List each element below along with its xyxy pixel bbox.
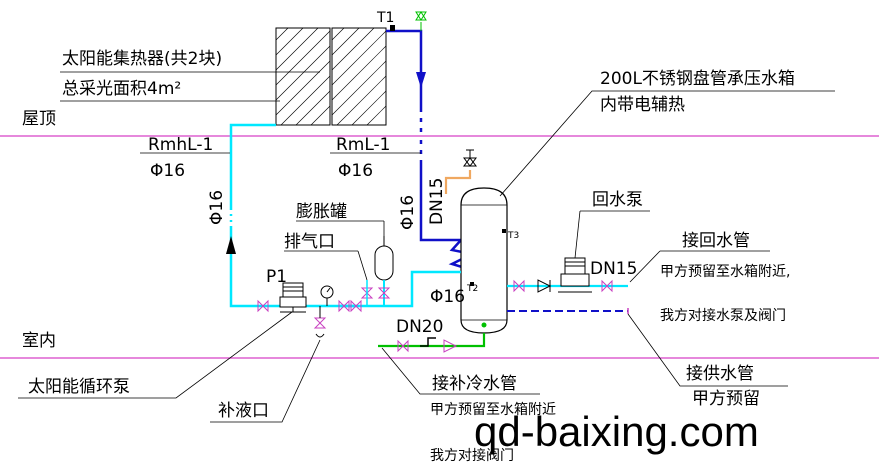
cold-water-valves: [397, 339, 458, 353]
loop-valves: [257, 287, 391, 313]
phi16-vert-mid-label: Φ16: [398, 195, 418, 230]
hot-supply-pipe: [386, 29, 476, 272]
return-pump-icon: [558, 257, 592, 293]
watermark: qd-baixing.com: [474, 408, 759, 455]
expansion-tank-label: 膨胀罐: [296, 202, 347, 222]
pressure-gauge-icon: [320, 285, 334, 306]
return-valves: [513, 279, 613, 293]
collector-leaders: [60, 71, 320, 102]
phi16-vert-left-label: Φ16: [207, 190, 227, 225]
solar-pump-label: 太阳能循环泵: [28, 377, 130, 397]
return-pipe-label: 接回水管: [682, 231, 750, 251]
phi16-bottom-label: Φ16: [430, 287, 465, 307]
cold-water-pipe: [378, 333, 486, 348]
return-note-1: 甲方预留至水箱附近,: [660, 264, 790, 280]
t3-label: T3: [507, 231, 519, 241]
check-valve-icon: [537, 279, 552, 293]
dn15-label: DN15: [590, 259, 637, 279]
supply-pipe-label: 接供水管: [686, 364, 754, 384]
cold-pipe-label: 接补冷水管: [432, 374, 517, 394]
tank-subtitle: 内带电辅热: [600, 95, 685, 115]
t1-sensor-icon: [390, 25, 395, 31]
tank-title: 200L不锈钢盘管承压水箱: [600, 69, 795, 89]
fill-port-label: 补液口: [218, 401, 269, 421]
phi16-mid-label: Φ16: [338, 161, 373, 181]
p1-label: P1: [266, 267, 287, 287]
collector-area-label: 总采光面积4m²: [62, 79, 181, 99]
return-pump-label: 回水泵: [592, 190, 643, 210]
rmhl-label: RmhL-1: [148, 135, 213, 155]
rml-label: RmL-1: [336, 135, 391, 155]
indoor-label: 室内: [22, 331, 56, 351]
t2-label: T2: [466, 284, 478, 294]
return-note-2: 我方对接水泵及阀门: [660, 307, 786, 324]
collector-label: 太阳能集热器(共2块): [62, 49, 222, 69]
dn20-label: DN20: [396, 317, 443, 337]
fill-port-valve-icon: [313, 306, 327, 338]
supply-note: 甲方预留: [692, 389, 760, 409]
expansion-tank: [374, 236, 394, 306]
relief-valve-icon: [463, 149, 477, 167]
cold-note-2: 我方对接阀门: [430, 447, 514, 464]
solar-collector-panels: [275, 27, 387, 126]
cold-note-1: 甲方预留至水箱附近: [430, 402, 556, 418]
t1-label: T1: [376, 10, 394, 26]
tank-leader: [499, 90, 835, 197]
t3-sensor-icon: [502, 229, 506, 233]
t2-sensor-icon: [470, 282, 474, 286]
relief-pipe: [444, 170, 472, 194]
solar-circulation-pump-icon: [279, 282, 307, 313]
storage-tank: [460, 187, 508, 334]
air-vent-label: 排气口: [284, 232, 335, 252]
flow-arrow-up-icon: [226, 236, 236, 254]
dn15-vert-label: DN15: [427, 178, 447, 225]
phi16-left-label: Φ16: [150, 161, 185, 181]
flow-arrow-down-icon: [416, 72, 426, 88]
vent-valve-top-icon: [415, 11, 427, 31]
roof-label: 屋顶: [22, 109, 56, 129]
